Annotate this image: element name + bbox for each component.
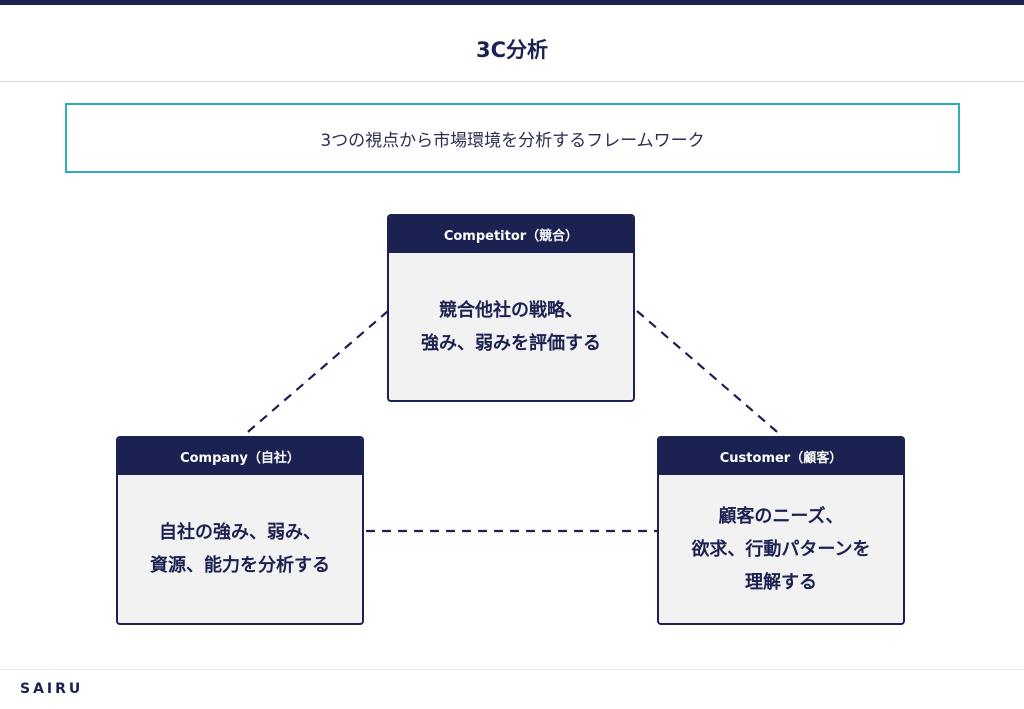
top-accent-bar [0,0,1024,5]
brand-logo: SAIRU [20,681,84,697]
footer-divider [0,669,1024,670]
card-company: Company（自社） 自社の強み、弱み、 資源、能力を分析する [116,436,364,625]
card-company-body: 自社の強み、弱み、 資源、能力を分析する [118,475,362,623]
card-customer-line: 顧客のニーズ、 [718,505,844,527]
page-title: 3C分析 [475,38,549,62]
card-company-header: Company（自社） [118,438,362,475]
card-customer-line: 理解する [744,571,817,593]
subtitle-text: 3つの視点から市場環境を分析するフレームワーク [320,130,705,151]
card-customer: Customer（顧客） 顧客のニーズ、 欲求、行動パターンを 理解する [657,436,905,625]
title-divider [0,81,1024,82]
card-company-line: 資源、能力を分析する [150,555,330,576]
subtitle-box: 3つの視点から市場環境を分析するフレームワーク [65,103,960,173]
connector-competitor-company [241,310,389,438]
card-customer-line: 欲求、行動パターンを [691,538,871,560]
card-competitor: Competitor（競合） 競合他社の戦略、 強み、弱みを評価する [387,214,635,402]
connector-competitor-customer [636,310,784,438]
card-competitor-body: 競合他社の戦略、 強み、弱みを評価する [389,253,633,400]
card-customer-body: 顧客のニーズ、 欲求、行動パターンを 理解する [659,475,903,623]
card-competitor-header: Competitor（競合） [389,216,633,253]
card-competitor-line: 競合他社の戦略、 [439,299,583,321]
card-customer-header: Customer（顧客） [659,438,903,475]
card-company-line: 自社の強み、弱み、 [159,522,321,543]
card-competitor-line: 強み、弱みを評価する [421,332,601,354]
